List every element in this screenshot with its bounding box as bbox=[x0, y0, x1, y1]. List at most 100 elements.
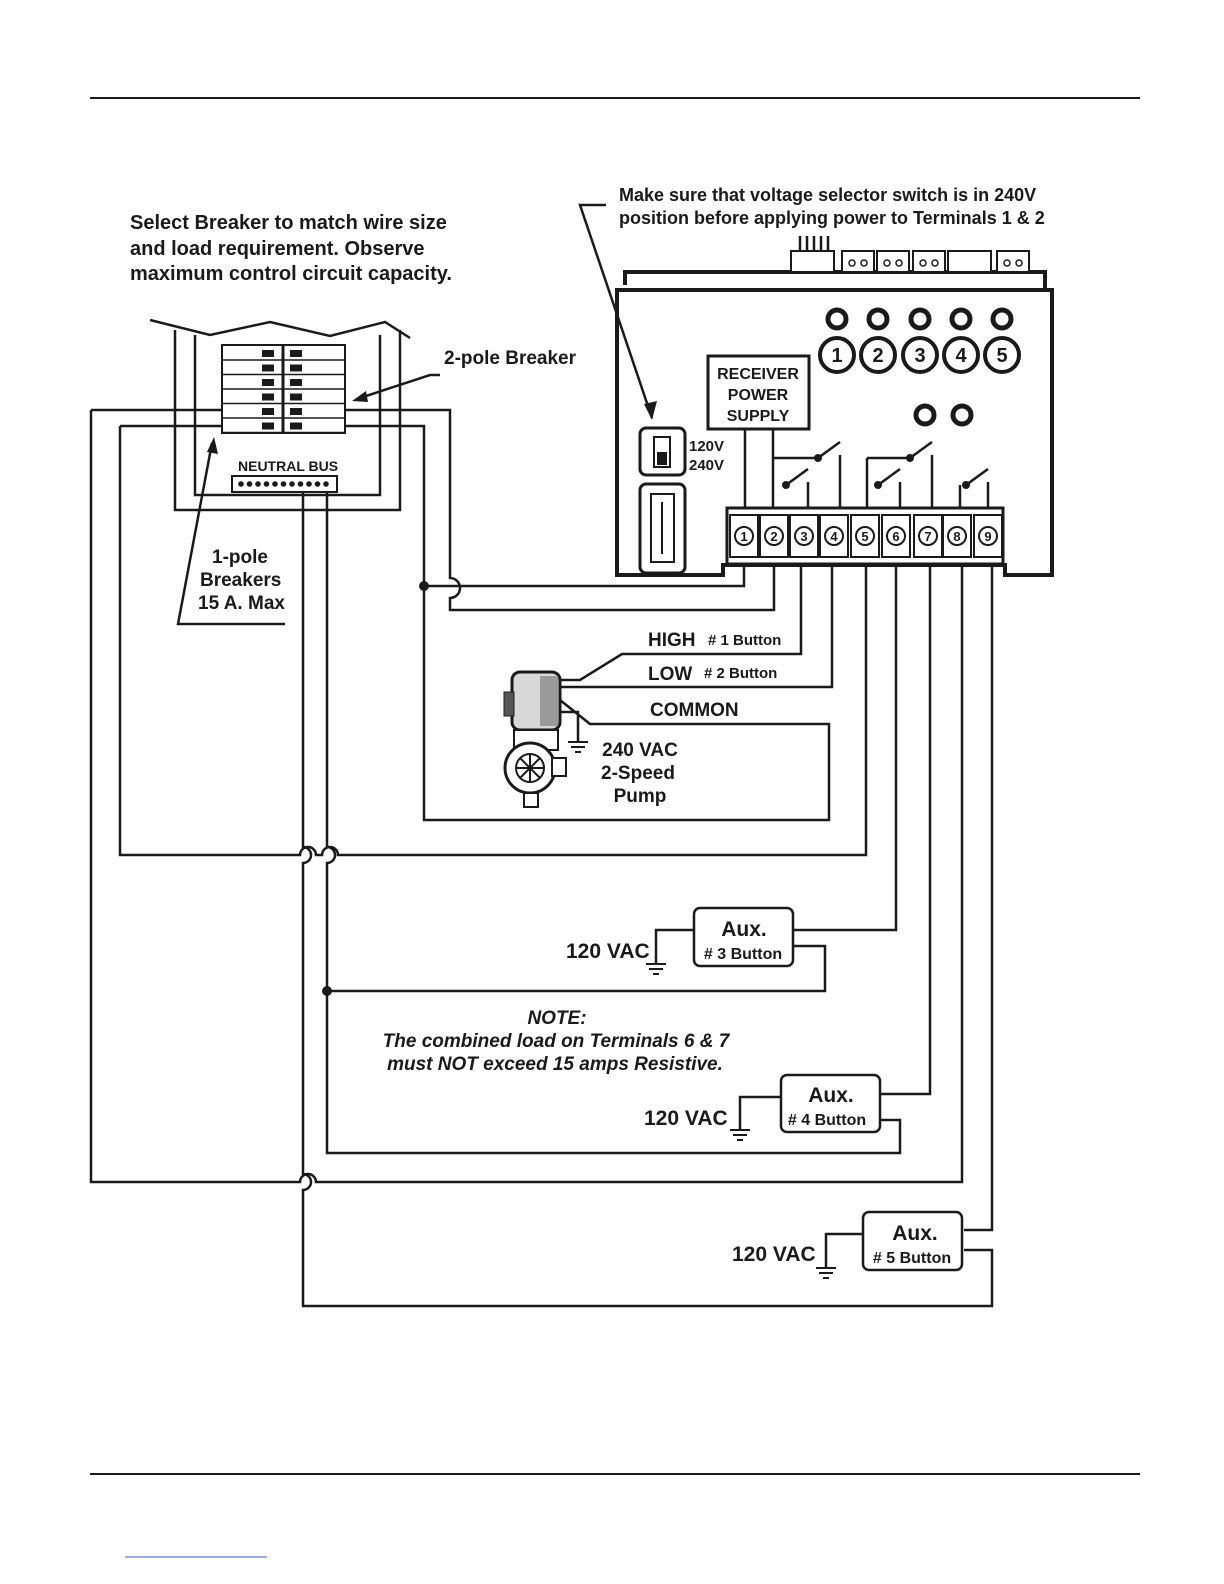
wire-pump-high bbox=[560, 566, 803, 682]
aux-3-ground-lead bbox=[654, 928, 694, 964]
two-pole-breaker-label: 2-pole Breaker bbox=[444, 348, 577, 369]
junction-terminal-1 bbox=[419, 581, 429, 591]
button-led-4 bbox=[949, 307, 973, 331]
wire-terminal-6 bbox=[794, 566, 898, 932]
terminal-9-number: 9 bbox=[984, 529, 991, 544]
receiver-body bbox=[615, 288, 1054, 577]
pump-outlet bbox=[523, 792, 539, 808]
aux-3-button: # 3 Button bbox=[704, 946, 782, 963]
button-5 bbox=[983, 336, 1021, 374]
panel-outer bbox=[173, 330, 402, 512]
breaker-handle-left bbox=[262, 379, 274, 386]
button-3-number: 3 bbox=[914, 345, 925, 367]
wire-pump-common-lead bbox=[559, 699, 650, 726]
pump-ground-icon bbox=[568, 741, 588, 753]
top-socket bbox=[912, 250, 946, 273]
note-line-1: The combined load on Terminals 6 & 7 bbox=[383, 1031, 731, 1052]
power-supply-line-3: SUPPLY bbox=[727, 408, 790, 425]
terminal-3-number: 3 bbox=[800, 529, 807, 544]
aux-3-title: Aux. bbox=[721, 918, 767, 941]
svg-text:position before applying power: position before applying power to Termin… bbox=[619, 208, 1045, 228]
receiver-top-edge bbox=[623, 270, 1047, 288]
one-pole-arrowhead bbox=[207, 437, 218, 454]
button-led-3 bbox=[908, 307, 932, 331]
socket-hole bbox=[860, 259, 868, 267]
aux-5-ground-icon bbox=[816, 1267, 836, 1279]
wire-terminal-7 bbox=[880, 566, 932, 1096]
pump-inlet bbox=[551, 757, 567, 777]
breaker-handle-right bbox=[290, 350, 302, 357]
button-led-1 bbox=[825, 307, 849, 331]
terminal-6 bbox=[886, 526, 906, 546]
pump-motor bbox=[503, 670, 588, 808]
pump-low-button: # 2 Button bbox=[704, 665, 777, 682]
wire-terminal-1 bbox=[424, 566, 746, 588]
pump-high-label: HIGH bbox=[648, 630, 696, 651]
wire-terminal-2 bbox=[345, 408, 776, 612]
neutral-return-5 bbox=[301, 492, 994, 1308]
one-pole-pointer bbox=[176, 442, 285, 626]
two-pole-pointer bbox=[359, 373, 440, 400]
button-2 bbox=[859, 336, 897, 374]
aux-5-box bbox=[861, 1210, 964, 1272]
terminal-1 bbox=[734, 526, 754, 546]
panel-break-line bbox=[149, 318, 411, 340]
power-supply-line-2: POWER bbox=[728, 387, 789, 404]
voltage-note-arrowhead bbox=[644, 401, 657, 420]
terminal-8 bbox=[947, 526, 967, 546]
breaker-handle-left bbox=[262, 350, 274, 357]
load-note: NOTE: The combined load on Terminals 6 &… bbox=[383, 1008, 731, 1075]
bus-screw bbox=[255, 481, 261, 487]
aux-5-ground-lead bbox=[824, 1232, 863, 1268]
aux-4-ground-lead bbox=[738, 1095, 781, 1130]
pump-high-button: # 1 Button bbox=[708, 632, 781, 649]
breaker-handle-right bbox=[290, 364, 302, 372]
breaker-handle-right bbox=[290, 393, 302, 401]
neutral-bus-screws bbox=[238, 481, 329, 487]
terminal-7-number: 7 bbox=[924, 529, 931, 544]
aux-4-title: Aux. bbox=[808, 1084, 854, 1107]
voltage-selector-note: Make sure that voltage selector switch i… bbox=[619, 185, 1045, 228]
terminal-2-number: 2 bbox=[770, 529, 777, 544]
breaker-handle-left bbox=[262, 393, 274, 401]
neutral-bus-label: NEUTRAL BUS bbox=[238, 458, 338, 474]
button-4-number: 4 bbox=[955, 345, 967, 367]
indicator-led-left bbox=[913, 403, 937, 427]
bus-screw bbox=[238, 481, 244, 487]
aux-5-button: # 5 Button bbox=[873, 1250, 951, 1267]
breaker-handle-left bbox=[262, 422, 274, 430]
aux-5-voltage: 120 VAC bbox=[732, 1243, 816, 1266]
top-connector-pins bbox=[798, 236, 830, 251]
pump-motor-cap bbox=[503, 691, 515, 717]
bus-screw bbox=[323, 481, 329, 487]
aux-5-title: Aux. bbox=[892, 1222, 938, 1245]
breaker-handle-right bbox=[290, 422, 302, 430]
pump-speed-label: 2-Speed bbox=[601, 763, 675, 784]
button-1 bbox=[818, 336, 856, 374]
voltage-option-240v: 240V bbox=[689, 457, 724, 474]
button-5-number: 5 bbox=[996, 345, 1007, 367]
svg-text:1-pole: 1-pole bbox=[212, 547, 268, 568]
wire-pump-low bbox=[560, 566, 834, 689]
terminal-5-number: 5 bbox=[861, 529, 868, 544]
bus-screw bbox=[272, 481, 278, 487]
top-socket bbox=[876, 250, 910, 273]
aux-4-voltage: 120 VAC bbox=[644, 1107, 728, 1130]
button-led-2 bbox=[866, 307, 890, 331]
aux-4-box bbox=[779, 1073, 882, 1134]
terminal-5 bbox=[855, 526, 875, 546]
breaker-handle-right bbox=[290, 408, 302, 415]
socket-hole bbox=[848, 259, 856, 267]
pump-name-label: Pump bbox=[614, 786, 667, 807]
switch-lever bbox=[657, 452, 667, 465]
bus-screw bbox=[280, 481, 287, 487]
aux-load-3: Aux. # 3 Button 120 VAC bbox=[566, 906, 795, 975]
note-line-2: must NOT exceed 15 amps Resistive. bbox=[387, 1054, 723, 1075]
wire-terminal-9 bbox=[964, 566, 994, 1232]
svg-text:15 A. Max: 15 A. Max bbox=[198, 593, 285, 614]
aux-load-4: Aux. # 4 Button 120 VAC bbox=[644, 1073, 882, 1141]
panel-inner bbox=[193, 335, 382, 497]
